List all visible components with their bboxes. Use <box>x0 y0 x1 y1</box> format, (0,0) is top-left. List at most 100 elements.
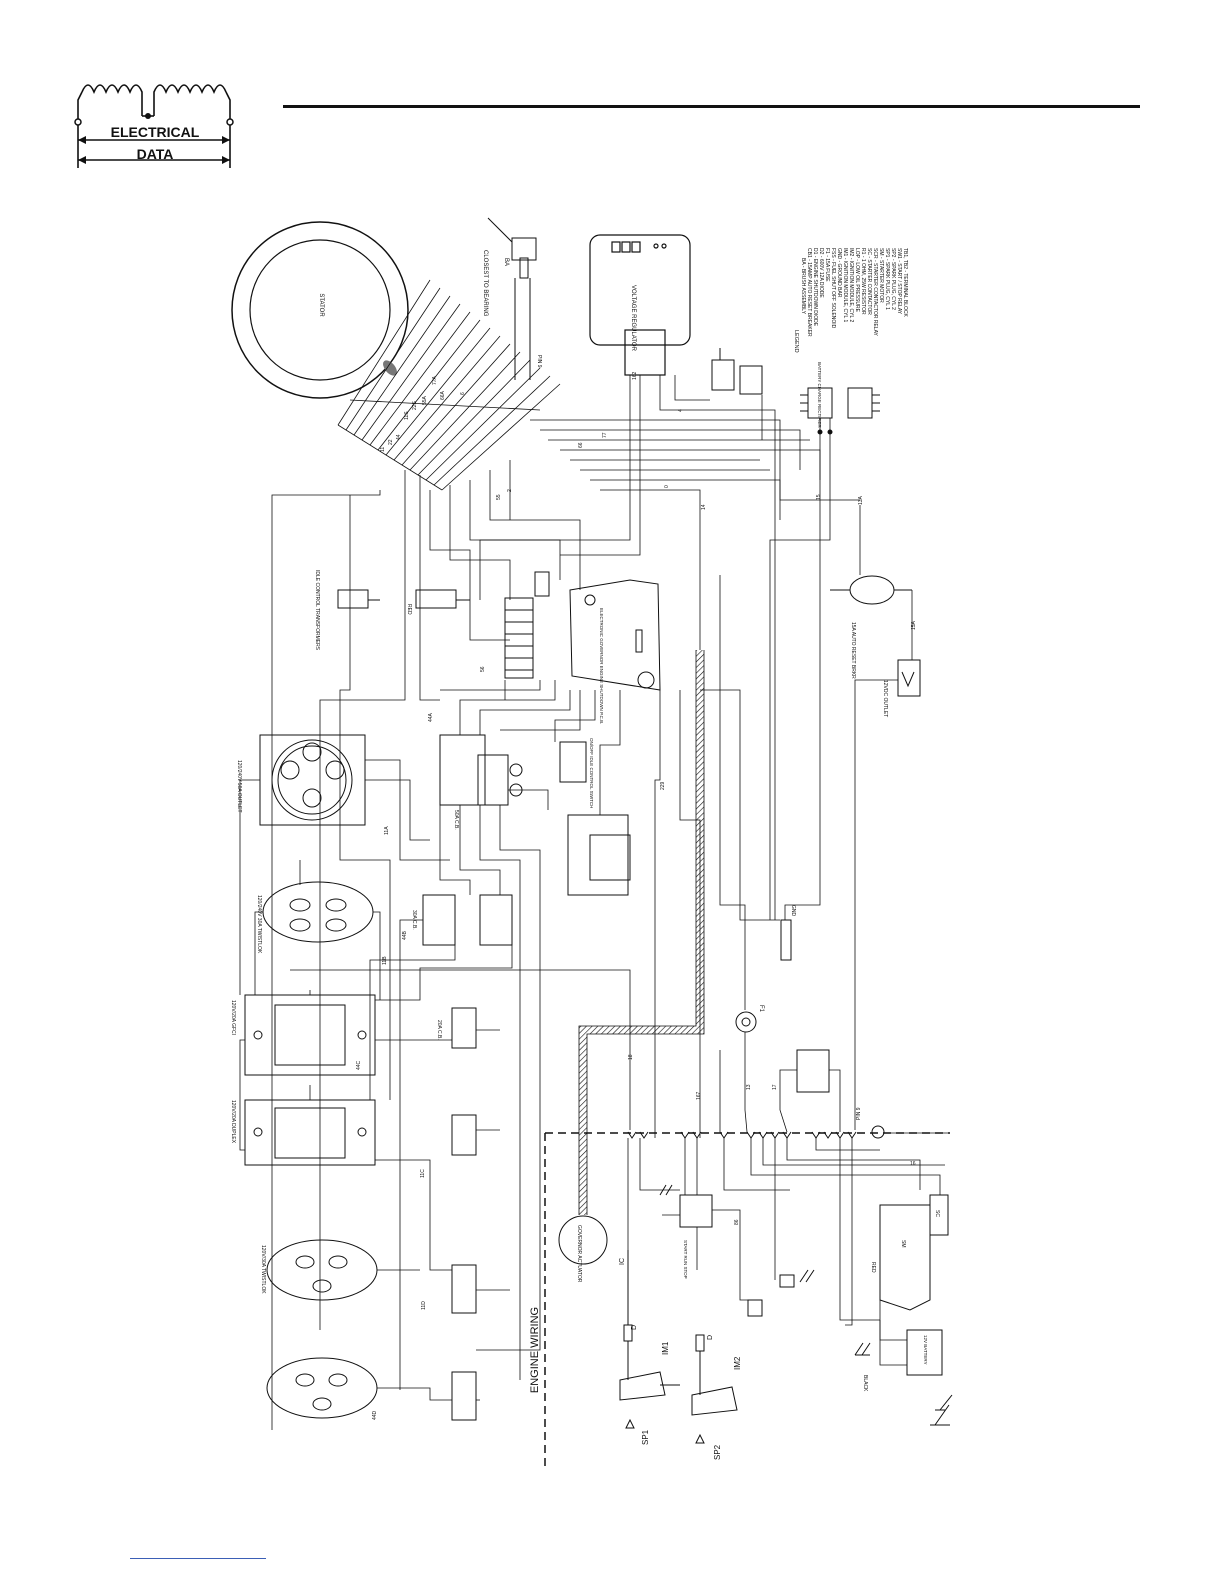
legend-item-10: LOP - LOW OIL PRESSURE <box>854 248 860 313</box>
wire-label-18: 18 <box>628 1054 634 1060</box>
wire-label-15a: 15A <box>911 620 917 630</box>
ground-symbols <box>659 1184 950 1426</box>
wire-label-77a: 77A <box>432 375 438 385</box>
dc-outlet: 12VDC OUTLET <box>882 659 921 717</box>
wire-label-44: 44 <box>396 434 402 440</box>
governor-actuator: GOVERNOR ACTUATOR <box>558 1215 608 1283</box>
wire-label-86: 86 <box>734 1219 740 1225</box>
pin9-top-label: PIN 9 <box>536 355 542 368</box>
wire-number-labels: 11 22 44 11S 22S 55A 77A 66A 2 4 6 0 14 … <box>356 371 917 1420</box>
wire-label-44c: 44C <box>356 1060 362 1070</box>
gfci-outlet: 120V/20A GFCI <box>230 994 376 1076</box>
wire-label-0: 0 <box>664 485 670 488</box>
scr-relay <box>796 1049 830 1093</box>
legend-item-18: TB1, TB2 - TERMINAL BLOCK <box>902 248 908 317</box>
starter-relay-block <box>567 814 631 896</box>
fuel-shutoff-solenoid <box>747 1274 795 1317</box>
auto-reset-breaker: 15A AUTO RESET BRKR <box>830 575 912 679</box>
pin9-bottom-label: PIN 9 <box>856 1107 862 1120</box>
wire-label-44b: 44B <box>402 930 408 940</box>
fuse-f1: F1 <box>735 1005 764 1033</box>
legend-item-4: D2 - 600V 12A DIODE <box>818 248 824 298</box>
stator: STATOR <box>231 221 409 399</box>
wire-label-11d: 11D <box>421 1301 427 1310</box>
wire-label-77: 77 <box>602 432 608 438</box>
wire-label-22: 22 <box>388 439 394 445</box>
wire-label-14: 14 <box>701 504 707 510</box>
stator-label: STATOR <box>318 293 324 317</box>
starter-motor: SM SC RED <box>870 1194 949 1311</box>
wire-label-55: 55 <box>496 494 502 500</box>
legend-item-13: SCR - STARTER CONTACTOR RELAY <box>872 248 878 337</box>
wire-label-11: 11 <box>380 447 386 452</box>
gfci-label: 120V/20A GFCI <box>230 1000 236 1035</box>
wire-label-11c: 11C <box>420 1169 426 1178</box>
wire-label-17: 17 <box>772 1084 778 1090</box>
idle-control-transformers: IDLE CONTROL TRANSFORMERS RED <box>314 570 470 651</box>
legend-item-1: BA - BRUSH ASSEMBLY <box>800 258 806 315</box>
circuit-breakers-30a: 30A C.B. <box>411 894 513 946</box>
wire-label-229: 229 <box>660 781 666 790</box>
battery-label: 12V BATTERY <box>923 1335 928 1365</box>
outlet-50a-label: 120/240V 50A OUTLET <box>236 760 242 813</box>
idle-control-switch-label: ON/OFF IDLE CONTROL SWITCH <box>589 738 594 808</box>
gnd-label: GND <box>790 905 796 917</box>
ignition-modules: IM1 IM2 SP1 SP2 IC D D <box>619 1250 742 1460</box>
legend-item-8: IM1 - IGNITION MODULE, CYL 1 <box>842 248 848 322</box>
wire-label-15: 15 <box>816 494 822 500</box>
wire-label-66: 66 <box>578 442 584 448</box>
footer-rule <box>130 1558 266 1559</box>
ground-bar: GND <box>780 905 796 961</box>
dc-outlet-label: 12VDC OUTLET <box>882 680 888 717</box>
governor-control-board: ELECTRONIC GOVERNOR ENGINE SHUTDOWN P.C.… <box>569 579 661 724</box>
idle-control-transformers-label: IDLE CONTROL TRANSFORMERS <box>314 570 320 651</box>
circuit-breakers-20a: 20A C.B. <box>436 1007 477 1421</box>
sp2-label: SP2 <box>713 1444 722 1460</box>
terminal-blocks <box>504 571 550 679</box>
battery-charge-rectifier-label: BATTERY CHARGE RECTIFIER <box>817 362 822 429</box>
wire-label-56: 56 <box>480 666 486 672</box>
legend: LEGEND BA - BRUSH ASSEMBLY CB1 - 15AMP A… <box>793 248 908 353</box>
outlet-120-240-30a-twistlok: 120/240V 30A TWISTLOK <box>256 881 374 954</box>
legend-item-17: SW1 - START / STOP RELAY <box>896 248 902 315</box>
brush-assembly: BA CLOSEST TO BEARING PIN 9 <box>482 217 542 380</box>
sc-label: SC <box>934 1210 940 1217</box>
wire-label-44d: 44D <box>372 1410 378 1420</box>
legend-item-7: GND - GROUND BAR <box>836 248 842 298</box>
electrical-data-logo <box>74 84 234 168</box>
legend-item-6: FSS - FUEL SHUT OFF SOLENOID <box>830 248 836 329</box>
twistlok-outlets-120v-30a: 120V/30A TWISTLOK <box>260 1239 378 1419</box>
resistor-r1 <box>711 348 763 395</box>
legend-item-9: IM2 - IGNITION MODULE, CYL 2 <box>848 248 854 322</box>
ba-label: BA <box>503 258 509 266</box>
wire-label-167: 167 <box>696 1091 702 1100</box>
wire-label-16: 16 <box>910 1161 916 1167</box>
voltage-regulator-label: VOLTAGE REGULATOR <box>630 285 636 352</box>
wire-label-44a: 44A <box>428 712 434 722</box>
legend-item-5: F1 - 15A FUSE <box>824 248 830 282</box>
governor-actuator-label: GOVERNOR ACTUATOR <box>576 1225 582 1283</box>
battery-charge-rectifier: BATTERY CHARGE RECTIFIER <box>800 362 880 435</box>
wire-label-4: 4 <box>678 409 684 412</box>
header-rule <box>283 105 1140 108</box>
sp1-label: SP1 <box>641 1429 650 1445</box>
red-wire-label: RED <box>406 604 412 615</box>
wire-label-11s: 11S <box>404 411 410 420</box>
cb-50a-label: 50A C.B. <box>453 810 459 830</box>
wire-label-13: 13 <box>746 1084 752 1090</box>
circuit-breaker-50a: 50A C.B. <box>439 734 523 830</box>
wire-label-22s: 22S <box>412 400 418 410</box>
wiring-harness <box>579 650 704 1215</box>
wire-label-55a: 55A <box>422 395 428 405</box>
legend-item-16: SP2 - SPARK PLUG, CYL 2 <box>890 248 896 310</box>
start-run-stop-label: START RUN STOP <box>683 1240 688 1279</box>
im1-label: IM1 <box>661 1341 670 1355</box>
red-battery-wire-label: RED <box>870 1262 876 1273</box>
wire-runs <box>239 375 950 1430</box>
wire-label-11b: 11B <box>382 956 388 965</box>
d-label-1: D <box>631 1325 638 1330</box>
black-wire-label: BLACK <box>862 1375 868 1392</box>
duplex-label: 120V/20A DUPLEX <box>230 1100 236 1144</box>
